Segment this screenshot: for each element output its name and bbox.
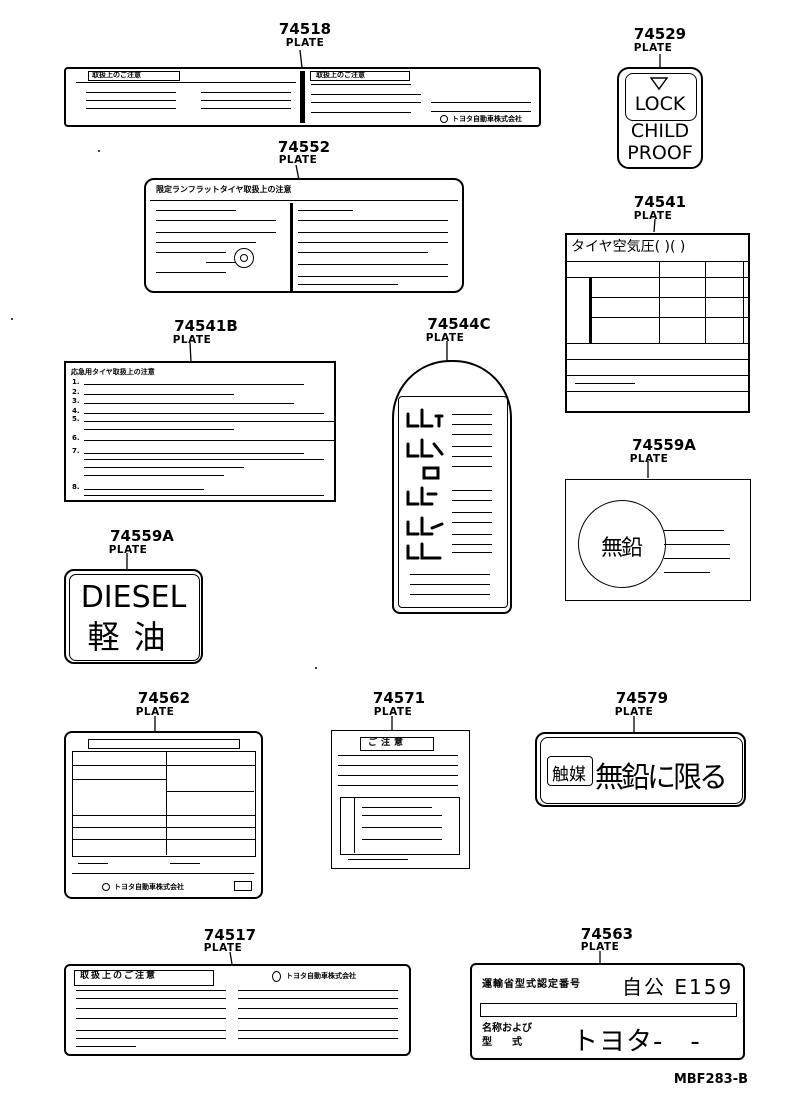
- part-label-74518: PLATE: [285, 37, 325, 49]
- text-line: [84, 489, 204, 490]
- maker-text: トヨタ自動車株式会社: [114, 883, 184, 891]
- plate-74517: 取扱上のご注意 トヨタ自動車株式会社: [64, 964, 411, 1056]
- plate-74559A-diesel: DIESEL 軽油: [64, 569, 203, 664]
- plate-74563-model-plate: 運輸省型式認定番号 自公 E159 名称および 型 式 トヨタ- -: [470, 963, 745, 1060]
- header-box-left: [88, 71, 180, 81]
- text-line: [84, 459, 324, 460]
- text-line: [84, 467, 244, 468]
- text-line: [84, 394, 234, 395]
- plate-74541-tire-pressure: タイヤ空気圧( )( ): [565, 233, 750, 413]
- item-number: 2.: [72, 388, 80, 396]
- header-text: タイヤ空気圧( )( ): [571, 239, 686, 255]
- item-number: 4.: [72, 407, 80, 415]
- plate-74559A-unleaded: 無鉛: [565, 479, 751, 601]
- text-line: [84, 403, 294, 404]
- plate-74544C-seat: [392, 360, 512, 614]
- maker-text: トヨタ自動車株式会社: [452, 115, 522, 123]
- part-number-74544C: 74544C: [427, 315, 491, 333]
- part-label-74517: PLATE: [203, 942, 243, 954]
- part-number-74563: 74563: [580, 925, 634, 943]
- maker-mark-icon: [102, 883, 110, 891]
- plate-74518: 取扱上のご注意 取扱上のご注意 トヨタ自動車株式会社: [64, 67, 541, 127]
- part-number-74559A-right: 74559A: [632, 436, 696, 454]
- maker-mark-icon: [440, 115, 448, 123]
- header-text: 限定ランフラットタイヤ取扱上の注意: [156, 185, 292, 194]
- header-text: ご注意: [368, 738, 408, 748]
- part-number-74562: 74562: [137, 689, 191, 707]
- item-number: 1.: [72, 378, 80, 386]
- part-label-74563: PLATE: [580, 941, 620, 953]
- unleaded-only-text: 無鉛に限る: [595, 760, 728, 794]
- row1-label: 運輸省型式認定番号: [482, 979, 581, 990]
- part-number-74518: 74518: [278, 20, 332, 38]
- plate-74562: トヨタ自動車株式会社: [64, 731, 263, 899]
- text-line: [84, 495, 324, 496]
- part-number-74517: 74517: [203, 926, 257, 944]
- text-line: [84, 453, 304, 454]
- text-line: [84, 421, 334, 422]
- row2-value: トヨタ- -: [572, 1027, 701, 1057]
- plate-74552: 限定ランフラットタイヤ取扱上の注意: [144, 178, 464, 293]
- row2-label-b: 型 式: [482, 1037, 522, 1048]
- row2-label-a: 名称および: [482, 1023, 532, 1034]
- header-right-text: 取扱上のご注意: [316, 71, 365, 79]
- header-text: 応急用タイヤ取扱上の注意: [71, 368, 155, 376]
- part-label-74541: PLATE: [633, 210, 673, 222]
- item-number: 5.: [72, 415, 80, 423]
- text-line: [84, 384, 304, 385]
- center-divider: [300, 71, 305, 123]
- header-text: 取扱上のご注意: [80, 971, 158, 981]
- target-circle-icon: [234, 248, 254, 268]
- header-box-right: [310, 71, 410, 81]
- diesel-text: DIESEL: [80, 580, 187, 615]
- item-number: 3.: [72, 397, 80, 405]
- header-left-text: 取扱上のご注意: [92, 71, 141, 79]
- plate-74579-catalyst: 触媒 無鉛に限る: [535, 732, 746, 807]
- part-number-74529: 74529: [633, 25, 687, 43]
- part-label-74579: PLATE: [614, 706, 654, 718]
- part-number-74571: 74571: [372, 689, 426, 707]
- proof-text: PROOF: [627, 142, 693, 164]
- plate-74541B: 応急用タイヤ取扱上の注意 1. 2.3. 4.5. 6. 7. 8.: [64, 361, 336, 502]
- lock-text: LOCK: [634, 93, 686, 115]
- item-number: 8.: [72, 483, 80, 491]
- maker-text: トヨタ自動車株式会社: [286, 972, 356, 980]
- part-label-74559A-right: PLATE: [629, 453, 669, 465]
- arrow-down-icon: [649, 77, 669, 91]
- part-label-74541B: PLATE: [172, 334, 212, 346]
- part-label-74562: PLATE: [135, 706, 175, 718]
- catalyst-box-text: 触媒: [552, 765, 586, 785]
- part-label-74559A-left: PLATE: [108, 544, 148, 556]
- text-line: [84, 413, 324, 414]
- plate-74529-child-lock: LOCK CHILD PROOF: [617, 67, 703, 169]
- plate-74571: ご注意: [331, 730, 470, 869]
- part-label-74571: PLATE: [373, 706, 413, 718]
- seat-operation-icons: [406, 408, 444, 560]
- text-line: [84, 475, 224, 476]
- maker-mark-icon: [272, 971, 281, 982]
- blank-field: [480, 1003, 737, 1017]
- item-number: 7.: [72, 447, 80, 455]
- part-label-74529: PLATE: [633, 42, 673, 54]
- row1-value: 自公 E159: [622, 975, 734, 999]
- item-number: 6.: [72, 434, 80, 442]
- child-text: CHILD: [630, 120, 690, 142]
- part-label-74552: PLATE: [278, 154, 318, 166]
- text-line: [84, 429, 234, 430]
- keiyu-text: 軽油: [87, 618, 180, 656]
- part-number-74541: 74541: [633, 193, 687, 211]
- part-number-74579: 74579: [615, 689, 669, 707]
- part-label-74544C: PLATE: [425, 332, 465, 344]
- circle-text: 無鉛: [600, 536, 643, 561]
- part-number-74559A-left: 74559A: [110, 527, 174, 545]
- part-number-74541B: 74541B: [174, 317, 238, 335]
- text-line: [84, 440, 334, 441]
- drawing-code: MBF283-B: [673, 1072, 748, 1087]
- part-number-74552: 74552: [277, 138, 331, 156]
